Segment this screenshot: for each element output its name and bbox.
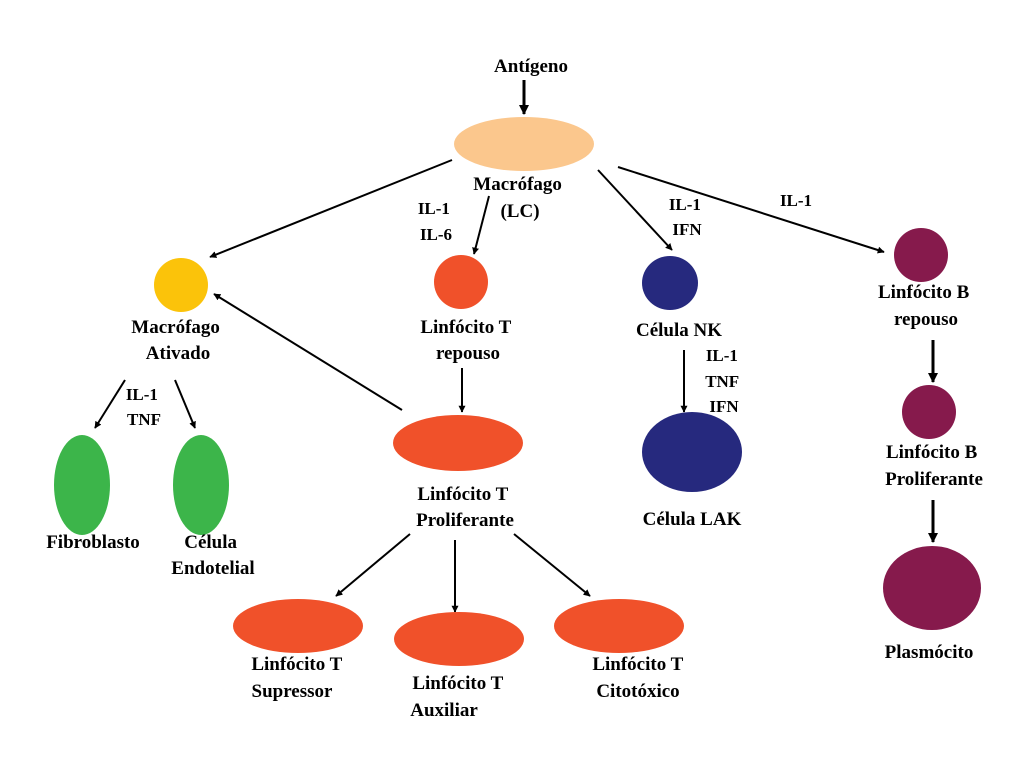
macrophage-cell: [454, 117, 594, 171]
t-cytotoxic-cell: [554, 599, 684, 653]
b-rest-label-line: Linfócito B: [878, 282, 970, 303]
cytokine-to-b-cell: IL-1: [780, 191, 812, 210]
t-prolif-label: Linfócito T Proliferante: [416, 484, 514, 531]
t-cytotoxic-label-line: Linfócito T: [592, 654, 683, 675]
nk-cell: [642, 256, 698, 310]
t-suppressor-cell: [233, 599, 363, 653]
plasma-label: Plasmócito: [885, 642, 974, 663]
macrophage-label-line: Macrófago: [473, 174, 562, 195]
t-helper-cell: [394, 612, 524, 666]
cytokine-label: TNF: [705, 372, 739, 391]
plasma-cell: [883, 546, 981, 630]
b-prolif-label-line: Linfócito B: [886, 442, 978, 463]
cytokine-label: IFN: [709, 397, 739, 416]
activated-macrophage-cell: [154, 258, 208, 312]
arrow-t-prolif-to-activated: [213, 293, 403, 411]
cytokine-label: IL-1: [706, 346, 738, 365]
fibroblast-label: Fibroblasto: [46, 532, 140, 553]
t-suppressor-label-line: Linfócito T: [251, 654, 342, 675]
arrow-t-prolif-to-suppressor: [335, 533, 411, 597]
endothelial-label-line: Célula: [184, 532, 237, 553]
endothelial-cell: [173, 435, 229, 535]
t-suppressor-label-line: Supressor: [252, 681, 334, 702]
t-helper-label-line: Linfócito T: [412, 673, 503, 694]
endothelial-label: Célula Endotelial: [171, 532, 254, 579]
cytokine-label: IL-6: [420, 225, 452, 244]
cytokines-to-nk: IL-1 IFN: [669, 195, 705, 239]
t-cytotoxic-label: Linfócito T Citotóxico: [592, 654, 687, 702]
t-rest-label-line: repouso: [436, 343, 500, 364]
cytokine-label: IFN: [672, 220, 702, 239]
t-rest-label: Linfócito T repouso: [420, 317, 515, 364]
b-prolif-label-line: Proliferante: [885, 469, 983, 490]
t-prolif-label-line: Linfócito T: [417, 484, 508, 505]
t-rest-label-line: Linfócito T: [420, 317, 511, 338]
cytokines-to-lak: IL-1 TNF IFN: [705, 346, 743, 416]
macrophage-label-line: (LC): [500, 201, 539, 222]
arrow-macrophage-to-activated: [209, 159, 453, 258]
lak-cell: [642, 412, 742, 492]
cytokine-label: IL-1: [126, 385, 158, 404]
b-prolif-cell: [902, 385, 956, 439]
activated-macrophage-label-line: Macrófago: [131, 317, 220, 338]
arrow-macrophage-to-nk: [597, 169, 673, 251]
b-prolif-label: Linfócito B Proliferante: [885, 442, 983, 490]
t-helper-label-line: Auxiliar: [410, 700, 478, 721]
b-rest-label-line: repouso: [894, 309, 958, 330]
fibroblast-cell: [54, 435, 110, 535]
arrow-macrophage-to-b-rest: [617, 166, 885, 254]
b-rest-cell: [894, 228, 948, 282]
activated-macrophage-label: Macrófago Ativado: [131, 317, 224, 364]
cytokine-label: IL-1: [669, 195, 701, 214]
endothelial-label-line: Endotelial: [171, 558, 254, 579]
cytokines-to-green-cells: IL-1 TNF: [126, 385, 162, 429]
lak-label: Célula LAK: [643, 509, 742, 530]
nk-label: Célula NK: [636, 320, 722, 341]
t-cytotoxic-label-line: Citotóxico: [596, 681, 679, 702]
t-rest-cell: [434, 255, 488, 309]
activated-macrophage-label-line: Ativado: [146, 343, 210, 364]
cytokine-label: IL-1: [418, 199, 450, 218]
antigen-label: Antígeno: [494, 56, 568, 77]
t-suppressor-label: Linfócito T Supressor: [251, 654, 346, 702]
arrow-activated-to-endothelial: [174, 379, 196, 429]
arrow-activated-to-fibroblast: [94, 379, 126, 429]
arrow-macrophage-to-t-rest: [472, 195, 490, 255]
t-prolif-label-line: Proliferante: [416, 510, 514, 531]
arrow-t-prolif-to-cytotoxic: [513, 533, 591, 597]
cytokine-label: TNF: [127, 410, 161, 429]
macrophage-label: Macrófago (LC): [473, 174, 566, 222]
t-helper-label: Linfócito T Auxiliar: [410, 673, 507, 721]
b-rest-label: Linfócito B repouso: [878, 282, 974, 330]
t-prolif-cell: [393, 415, 523, 471]
cytokines-to-t-cell: IL-1 IL-6: [418, 199, 454, 244]
